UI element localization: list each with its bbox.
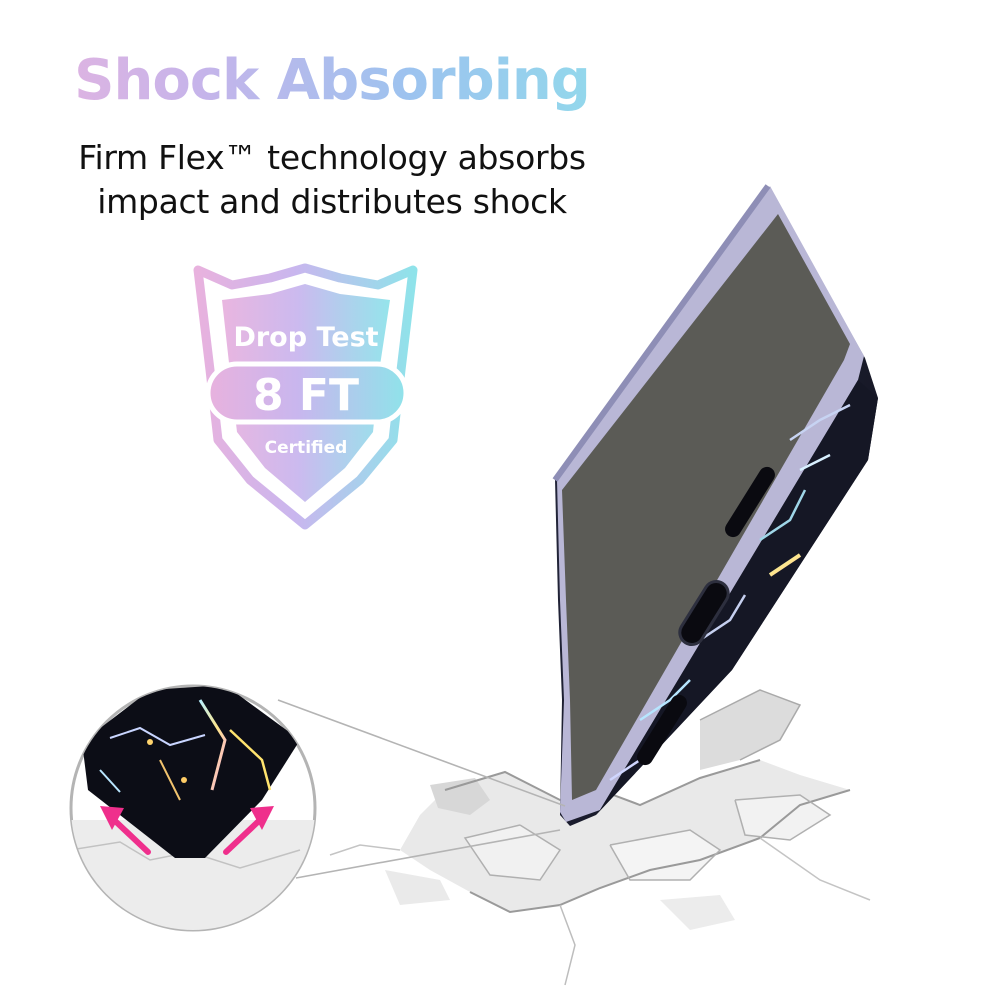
- description-line-1: Firm Flex™ technology absorbs: [78, 138, 586, 177]
- speaker-grille: [637, 466, 775, 766]
- shield-badge-icon: Drop Test 8 FT Certified: [193, 263, 418, 530]
- charging-port: [678, 579, 730, 647]
- impact-arrow-icon: [223, 806, 274, 855]
- badge-main-text: 8 FT: [253, 370, 359, 421]
- badge-bottom-text: Certified: [265, 438, 348, 458]
- description-line-2: impact and distributes shock: [97, 182, 567, 221]
- headline: Shock Absorbing: [0, 48, 664, 113]
- phone-image: [552, 184, 878, 826]
- zoom-inset-image: [69, 684, 566, 932]
- impact-arrow-icon: [100, 806, 151, 855]
- badge-top-text: Drop Test: [233, 322, 378, 353]
